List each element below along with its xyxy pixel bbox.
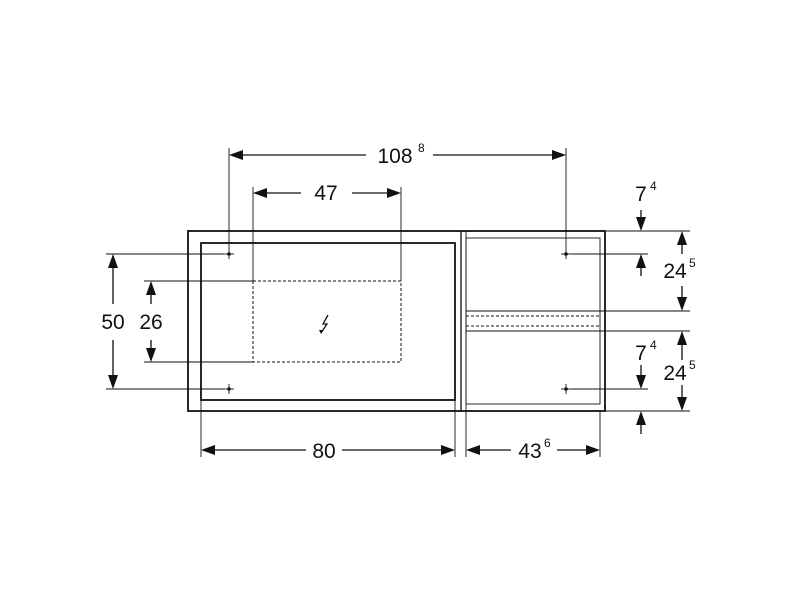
dimension-label-26: 26: [139, 311, 162, 334]
mounting-point-icon: [561, 249, 571, 259]
dimension-label-24-lower: 24: [663, 362, 687, 385]
dimension-7-4-upper: 7 4: [635, 179, 657, 276]
dimension-26: 26: [139, 281, 163, 362]
dimension-label-7-lower-sup: 4: [650, 338, 657, 352]
dimension-label-24-lower-sup: 5: [689, 358, 696, 372]
shelf: [465, 310, 601, 332]
dimension-label-24-upper: 24: [663, 260, 687, 283]
dimension-label-7-upper-sup: 4: [650, 179, 657, 193]
outer-frame: [187, 230, 606, 412]
dimension-24-5-lower: 24 5: [663, 331, 696, 411]
dimension-label-50: 50: [101, 311, 124, 334]
dimension-label-80: 80: [312, 440, 335, 463]
dimension-80: 80: [201, 440, 455, 463]
dimension-label-24-upper-sup: 5: [689, 256, 696, 270]
mounting-point-icon: [561, 384, 571, 394]
lower-cabinet: [465, 330, 601, 405]
upper-cabinet: [465, 237, 601, 312]
mounting-point-icon: [224, 249, 234, 259]
dimension-label-43-sup: 6: [544, 436, 551, 450]
dimension-label-43: 43: [518, 440, 541, 463]
dimension-label-108-sup: 8: [418, 141, 425, 155]
dimension-24-5-upper: 24 5: [663, 231, 696, 311]
mounting-point-icon: [224, 384, 234, 394]
dimension-label-47: 47: [314, 182, 337, 205]
dimension-43-6: 43 6: [466, 436, 600, 463]
mirror-panel: [200, 242, 456, 401]
electrical-box: [252, 280, 402, 363]
dimension-7-4-lower: 7 4: [635, 338, 657, 434]
lightning-bolt-icon: [319, 314, 329, 334]
dimension-label-108: 108: [377, 145, 412, 168]
dimension-label-7-upper: 7: [635, 183, 647, 206]
dimension-108-8: 108 8: [229, 141, 566, 168]
dimension-47: 47: [253, 182, 401, 205]
dimension-label-7-lower: 7: [635, 342, 647, 365]
dimension-50: 50: [101, 254, 125, 389]
